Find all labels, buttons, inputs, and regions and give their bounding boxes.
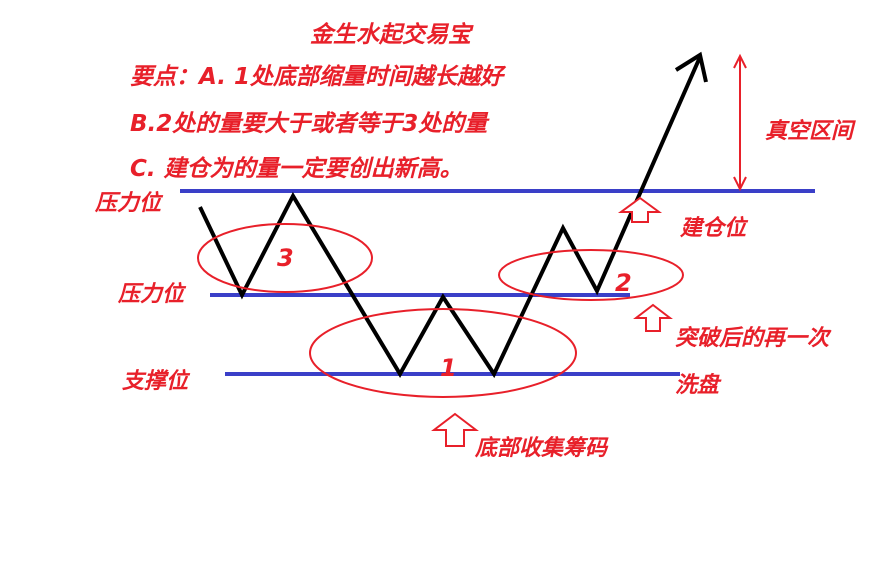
label-bottom-accumulation: 底部收集筹码	[474, 435, 609, 461]
label-retest-2: 洗盘	[675, 372, 722, 398]
vacuum-double-arrow-icon	[733, 53, 747, 192]
price-path	[198, 56, 702, 379]
note-b: B.2处的量要大于或者等于3处的量	[130, 111, 490, 137]
zone-3-ellipse	[197, 223, 373, 293]
note-c: C. 建仓为的量一定要创出新高。	[130, 156, 463, 182]
up-arrow-icon-bottom	[431, 412, 479, 447]
label-resistance-mid: 压力位	[117, 281, 187, 307]
note-a: 要点：A. 1处底部缩量时间越长越好	[130, 64, 507, 90]
label-resistance-top: 压力位	[94, 190, 164, 216]
marker-2: 2	[615, 269, 632, 297]
up-arrow-icon-entry	[617, 196, 663, 223]
diagram-title: 金生水起交易宝	[310, 21, 474, 48]
marker-1: 1	[440, 354, 457, 382]
zone-2-ellipse	[498, 249, 684, 301]
arrow-head-icon	[674, 51, 708, 83]
up-arrow-icon-retest	[633, 303, 673, 332]
zone-1-ellipse	[309, 308, 577, 398]
label-support: 支撑位	[122, 368, 191, 394]
label-retest-1: 突破后的再一次	[675, 325, 832, 351]
label-vacuum-zone: 真空区间	[765, 118, 856, 144]
label-entry-position: 建仓位	[679, 215, 749, 241]
marker-3: 3	[277, 244, 294, 272]
